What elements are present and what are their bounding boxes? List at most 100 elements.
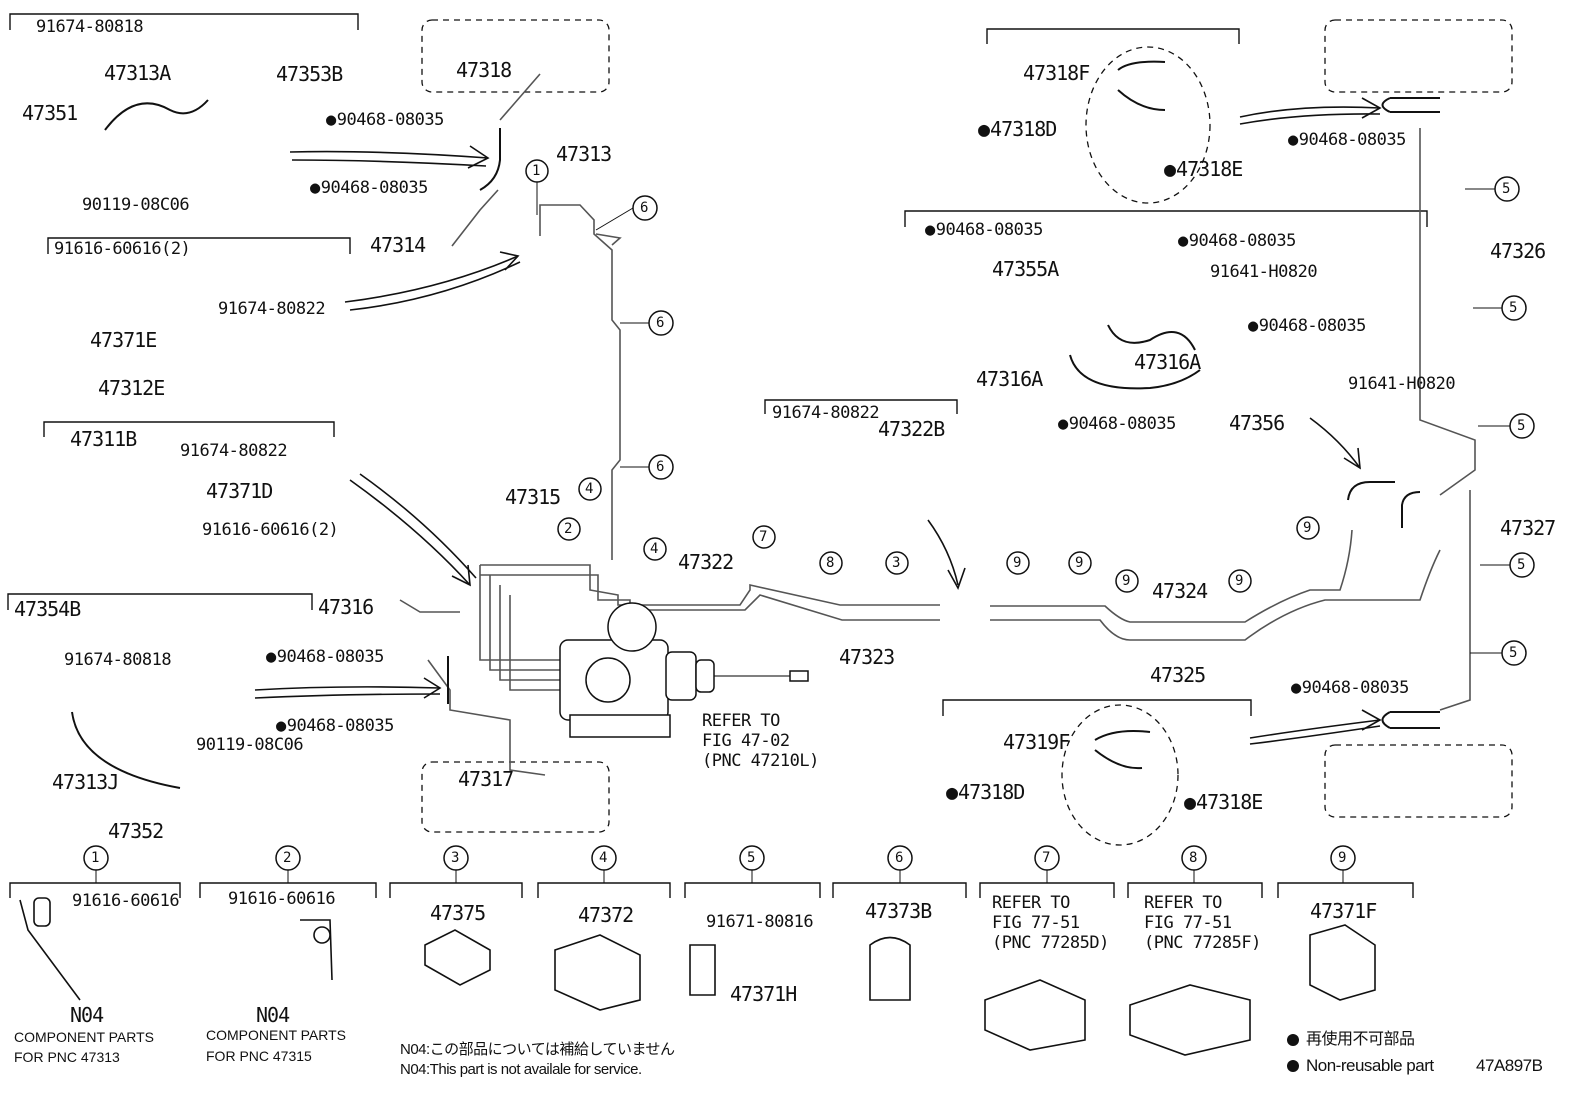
part-label: 47351: [22, 101, 78, 125]
bracket-group3: [43, 421, 335, 437]
figure-code: 47A897B: [1476, 1056, 1543, 1075]
desc-text: COMPONENT PARTS: [206, 1027, 347, 1043]
refer-text: FIG 77-51: [992, 913, 1080, 933]
part-label: 47326: [1490, 239, 1546, 263]
callout-5: 5: [1502, 181, 1511, 197]
part-label: 47352: [108, 819, 164, 843]
part-label: 90119-08C06: [82, 195, 190, 215]
part-label: 47323: [839, 645, 895, 669]
part-label: 47318D: [946, 781, 1025, 803]
desc-text: COMPONENT PARTS: [14, 1029, 155, 1045]
bottom-callout-6: 6: [895, 850, 904, 866]
part-label: 47316A: [1134, 350, 1201, 374]
callout-2: 2: [564, 521, 573, 537]
part-label: 47319F: [1003, 730, 1070, 754]
part-label: 90468-08035: [1288, 131, 1407, 149]
part-label: 90468-08035: [925, 221, 1044, 239]
refer-text: (PNC 77285D): [992, 933, 1109, 953]
code-label: N04: [256, 1003, 290, 1027]
part-label: 47356: [1229, 411, 1285, 435]
note-en: N04:This part is not availale for servic…: [400, 1061, 642, 1078]
part-label: 47375: [430, 901, 486, 925]
callout-9: 9: [1235, 573, 1244, 589]
part-label: 47324: [1152, 579, 1208, 603]
bracket-group4: [7, 593, 313, 610]
callout-5: 5: [1509, 300, 1518, 316]
part-label: 91674-80818: [36, 17, 144, 37]
callout-4: 4: [650, 541, 659, 557]
callout-9: 9: [1075, 555, 1084, 571]
callout-7: 7: [759, 529, 768, 545]
part-label: 90468-08035: [1248, 317, 1367, 335]
note-jp: N04:この部品については補給していません: [400, 1041, 675, 1058]
desc-text: FOR PNC 47315: [206, 1048, 312, 1064]
bracket-mid-right: [904, 210, 1428, 227]
refer-text: REFER TO: [1144, 893, 1222, 913]
part-label: 47322B: [878, 417, 945, 441]
part-label: 47371E: [90, 328, 157, 352]
legend-en: Non-reusable part: [1306, 1056, 1434, 1075]
callout-5: 5: [1517, 418, 1526, 434]
part-label: 47312E: [98, 376, 165, 400]
part-label: 90119-08C06: [196, 735, 304, 755]
part-label: 91674-80822: [772, 403, 880, 423]
part-label: 47318F: [1023, 61, 1090, 85]
legend-jp: 再使用不可部品: [1306, 1031, 1415, 1048]
part-label: 47372: [578, 903, 634, 927]
part-label: 91674-80822: [218, 299, 326, 319]
callout-6: 6: [656, 315, 665, 331]
part-label: 91671-80816: [706, 912, 814, 932]
callout-9: 9: [1303, 520, 1312, 536]
part-label: 90468-08035: [1178, 232, 1297, 250]
part-label: 47315: [505, 485, 561, 509]
refer-text: (PNC 77285F): [1144, 933, 1261, 953]
refer-text: REFER TO: [702, 711, 780, 731]
bracket-group2: [47, 237, 351, 254]
part-label: 47322: [678, 550, 734, 574]
code-label: N04: [70, 1003, 104, 1027]
part-label: 47327: [1500, 516, 1556, 540]
part-label: 47314: [370, 233, 426, 257]
bottom-callout-5: 5: [747, 850, 756, 866]
part-label: 90468-08035: [266, 648, 385, 666]
part-label: 91641-H0820: [1348, 374, 1456, 394]
bracket-lower-right: [942, 699, 1252, 716]
callout-4: 4: [585, 481, 594, 497]
part-label: 47353B: [276, 62, 343, 86]
part-label: 91674-80818: [64, 650, 172, 670]
callout-5: 5: [1509, 645, 1518, 661]
callout-9: 9: [1013, 555, 1022, 571]
callout-6: 6: [656, 459, 665, 475]
bottom-callout-8: 8: [1189, 850, 1198, 866]
part-label: 47313A: [104, 61, 171, 85]
desc-text: FOR PNC 47313: [14, 1049, 120, 1065]
callout-6: 6: [640, 200, 649, 216]
part-label: 47355A: [992, 257, 1059, 281]
part-label: 47354B: [14, 597, 81, 621]
refer-text: FIG 47-02: [702, 731, 790, 751]
part-label: 47325: [1150, 663, 1206, 687]
callout-5: 5: [1517, 557, 1526, 573]
callout-3: 3: [892, 555, 901, 571]
part-label: 47318: [456, 58, 512, 82]
part-label: 47311B: [70, 427, 137, 451]
part-label: 47316: [318, 595, 374, 619]
part-label: 91616-60616: [228, 889, 336, 909]
part-label: 47371H: [730, 982, 797, 1006]
part-label: 90468-08035: [276, 717, 395, 735]
part-label: 47318E: [1184, 791, 1263, 813]
part-label: 47313J: [52, 770, 119, 794]
bottom-callout-1: 1: [91, 850, 100, 866]
bracket-upper-right: [986, 28, 1240, 44]
part-label: 47313: [556, 142, 612, 166]
callout-1: 1: [532, 163, 541, 179]
part-label: 47316A: [976, 367, 1043, 391]
bottom-callout-3: 3: [451, 850, 460, 866]
refer-text: REFER TO: [992, 893, 1070, 913]
bottom-callout-2: 2: [283, 850, 292, 866]
part-label: 90468-08035: [310, 179, 429, 197]
refer-text: FIG 77-51: [1144, 913, 1232, 933]
part-label: 91616-60616(2): [54, 239, 191, 259]
